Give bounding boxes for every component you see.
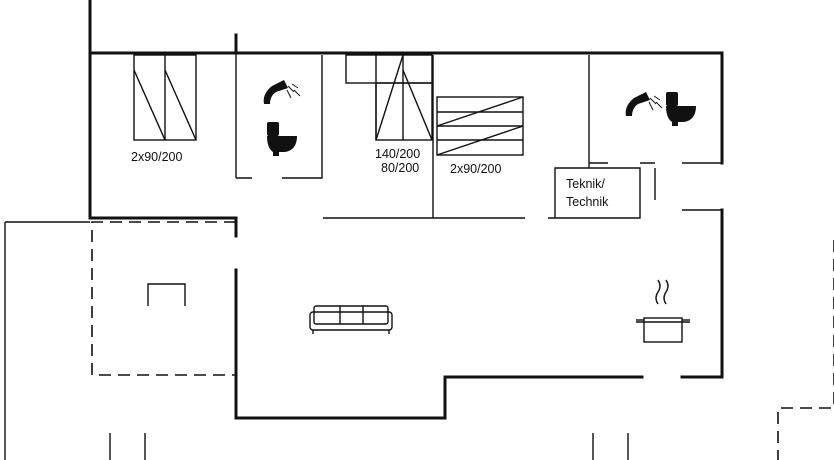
terrace-right bbox=[777, 240, 834, 460]
technik-label-2: Technik bbox=[566, 195, 609, 209]
bed-stair-label-1: 140/200 bbox=[375, 147, 420, 161]
toilet-icon-right bbox=[666, 92, 696, 126]
bed-left-label: 2x90/200 bbox=[131, 150, 182, 164]
fireplace-icon bbox=[147, 283, 186, 306]
technik-label-1: Teknik/ bbox=[566, 177, 605, 191]
shower-icon bbox=[263, 80, 301, 104]
bed-right-label: 2x90/200 bbox=[450, 162, 501, 176]
staircase-icon bbox=[345, 54, 524, 156]
cooking-pot-icon bbox=[636, 279, 690, 343]
toilet-icon bbox=[267, 122, 297, 156]
walls bbox=[88, 0, 724, 420]
sofa-icon bbox=[309, 305, 393, 334]
bed-stair-label-2: 80/200 bbox=[381, 161, 419, 175]
bed-icon bbox=[133, 54, 197, 141]
terrace-left bbox=[4, 221, 629, 460]
shower-icon-right bbox=[625, 92, 663, 116]
